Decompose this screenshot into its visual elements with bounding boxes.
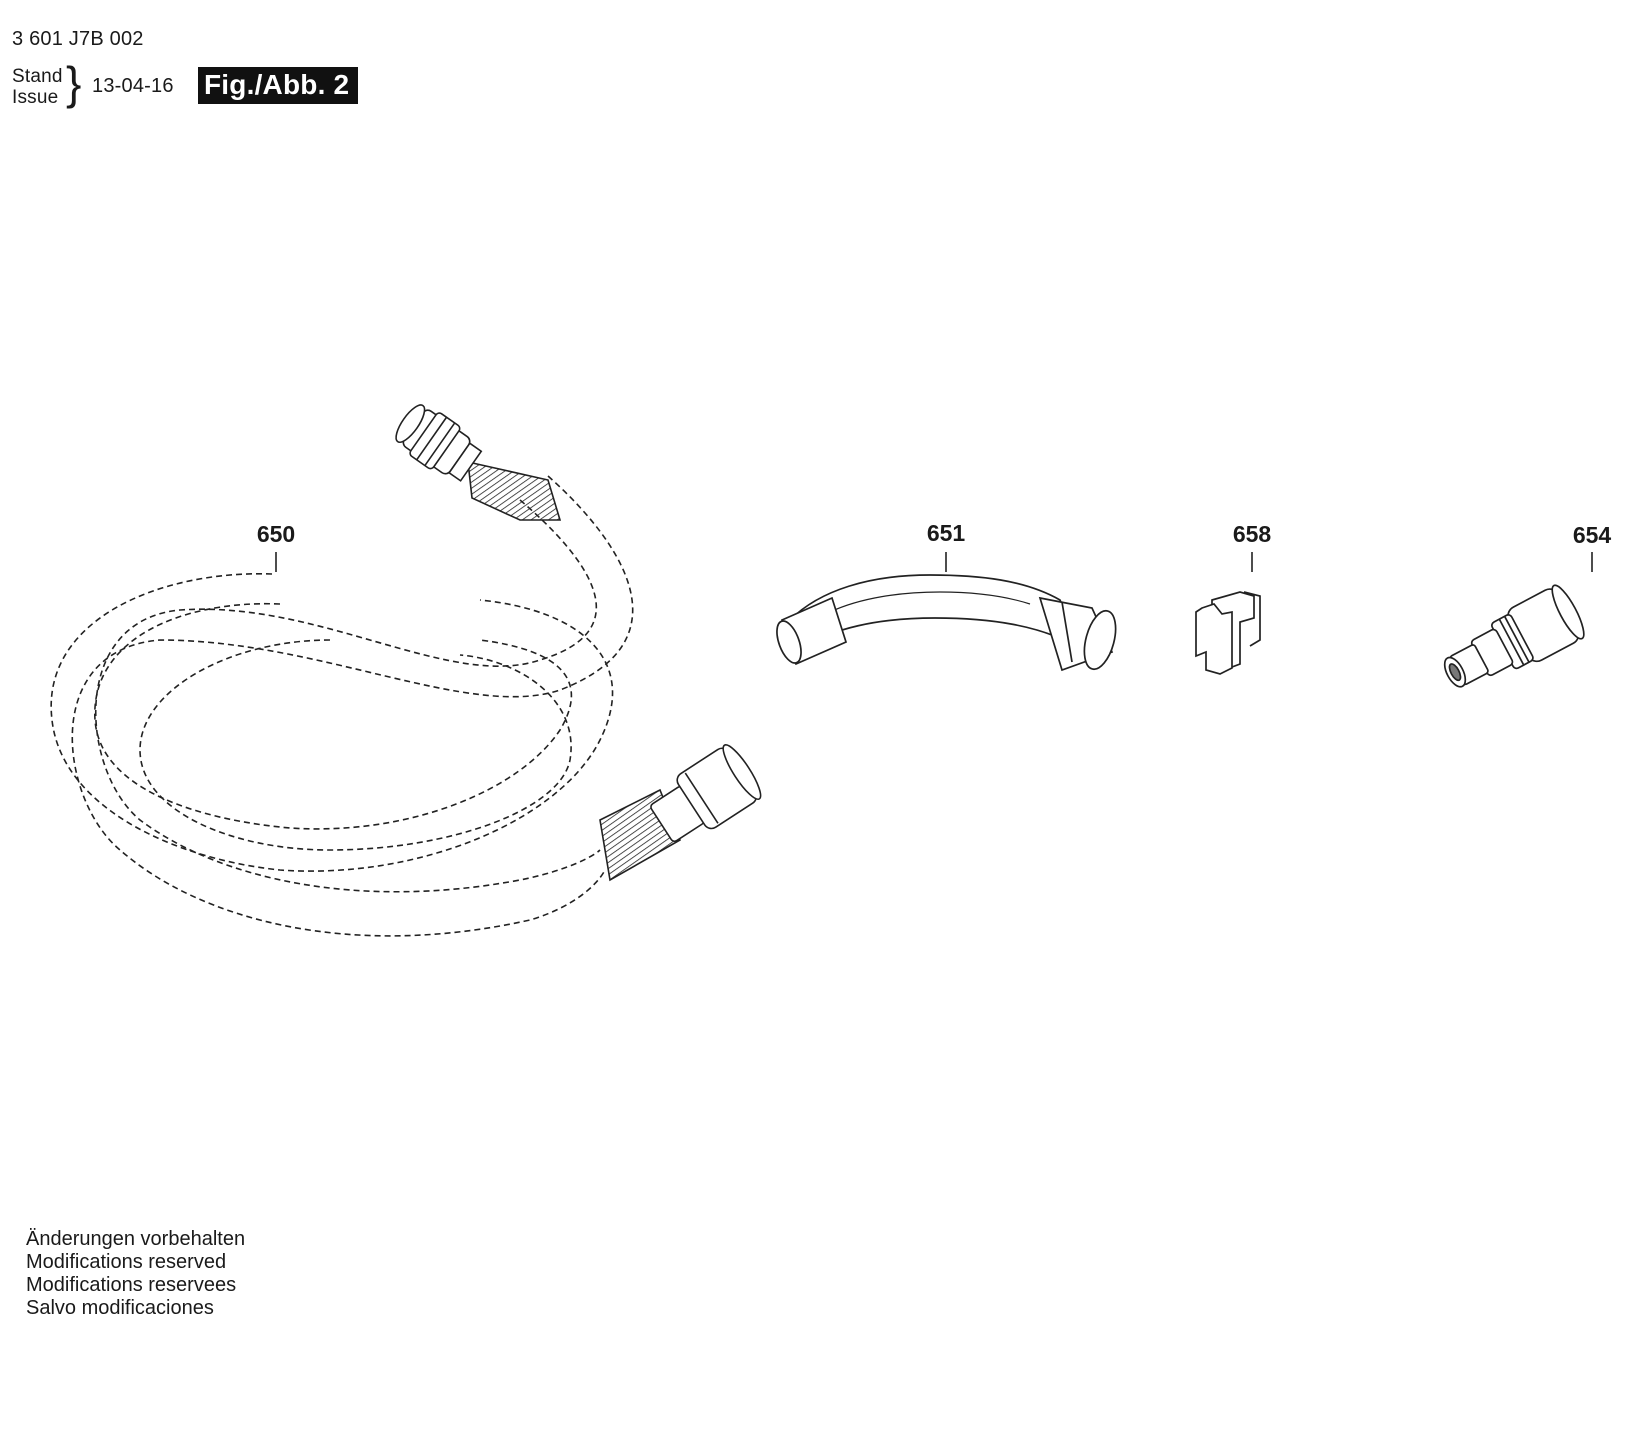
hose-outline-outer — [71, 475, 634, 937]
hose-outline-inner — [95, 499, 601, 893]
footer-note: Änderungen vorbehalten — [26, 1228, 246, 1250]
elbow-left-end — [776, 596, 848, 666]
part-658-clip — [1195, 591, 1261, 675]
footer-note: Salvo modificaciones — [26, 1297, 214, 1319]
callout-651: 651 — [927, 520, 966, 546]
hose-top-connector — [395, 404, 483, 482]
part-callouts — [275, 552, 1593, 572]
clip-front — [1195, 603, 1233, 675]
callout-654: 654 — [1573, 522, 1612, 548]
clip-edge — [1243, 591, 1261, 647]
elbow-right-end — [1038, 596, 1117, 672]
document-number: 3 601 J7B 002 — [12, 28, 144, 50]
part-651-elbow — [776, 574, 1117, 672]
figure-label: Fig./Abb. 2 — [198, 67, 359, 104]
footer-note: Modifications reserved — [26, 1251, 227, 1273]
callout-650: 650 — [257, 521, 295, 547]
hose-loop-outer — [50, 573, 614, 872]
stand-issue-label: Stand Issue — [12, 66, 63, 108]
callout-658: 658 — [1233, 521, 1272, 547]
issue-label: Issue — [12, 87, 59, 108]
hose-loop-mid — [139, 639, 572, 851]
hose-loop-inner — [94, 602, 573, 830]
hose-bottom-connector — [650, 744, 762, 843]
stand-label: Stand — [12, 66, 63, 87]
elbow-highlight — [829, 591, 1031, 613]
brace-glyph: } — [66, 57, 82, 109]
footer-note: Modifications reservees — [26, 1274, 237, 1296]
hose-ribs-top — [467, 460, 562, 521]
issue-date: 13-04-16 — [92, 75, 174, 97]
part-650-hose — [50, 404, 762, 937]
part-654-adapter — [1443, 584, 1585, 688]
